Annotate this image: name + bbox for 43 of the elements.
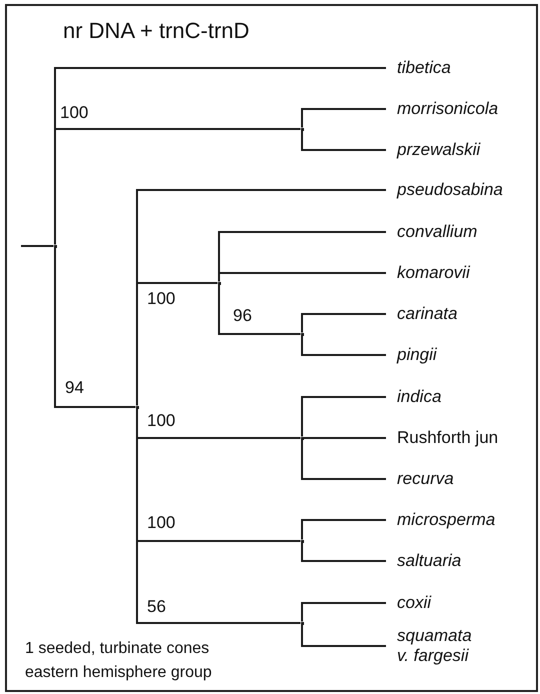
tree-branch xyxy=(301,130,386,151)
taxon-label: saltuaria xyxy=(386,551,462,571)
branch-junction xyxy=(300,540,304,542)
tree-branch xyxy=(301,313,386,332)
diagram-title: nr DNA + trnC-trnD xyxy=(63,18,250,44)
branch-junction xyxy=(218,282,220,284)
tree-branch xyxy=(136,282,218,406)
branch-junction xyxy=(300,436,304,440)
tree-branch xyxy=(21,245,54,247)
branch-junction xyxy=(300,622,304,624)
taxon-label: coxii xyxy=(386,593,432,613)
branch-junction xyxy=(300,332,304,336)
taxon-label: komarovii xyxy=(386,263,470,283)
branch-junction xyxy=(136,406,138,408)
tree-branch xyxy=(301,542,386,562)
branch-junction xyxy=(300,128,304,130)
tree-branch xyxy=(301,440,386,480)
taxon-label: microsperma xyxy=(386,510,496,530)
taxon-label: pseudosabina xyxy=(386,180,503,200)
tree-branch xyxy=(301,624,386,647)
taxon-label: convallium xyxy=(386,222,478,242)
taxon-label: Rushforth jun xyxy=(386,428,498,448)
tree-branch xyxy=(301,336,386,356)
taxon-label: carinata xyxy=(386,304,458,324)
branch-junction xyxy=(54,244,56,248)
group-note: 1 seeded, turbinate cones eastern hemisphere group xyxy=(25,639,213,683)
taxon-label: przewalskii xyxy=(386,140,480,160)
tree-branch xyxy=(301,519,386,540)
tree-branch xyxy=(218,272,386,282)
tree-branch xyxy=(54,128,300,244)
tree-branch xyxy=(218,284,300,335)
taxon-label: recurva xyxy=(386,469,454,489)
taxon-label: morrisonicola xyxy=(386,99,498,119)
tree-branch xyxy=(136,408,300,624)
tree-branch xyxy=(301,602,386,622)
taxon-label: tibetica xyxy=(386,58,451,78)
tree-branch xyxy=(304,437,386,439)
taxon-label: indica xyxy=(386,387,442,407)
tree-branch xyxy=(54,248,136,408)
taxon-label: squamata v. fargesii xyxy=(386,626,482,666)
tree-branch xyxy=(301,396,386,436)
taxon-label: pingii xyxy=(386,345,437,365)
tree-branch xyxy=(301,108,386,128)
